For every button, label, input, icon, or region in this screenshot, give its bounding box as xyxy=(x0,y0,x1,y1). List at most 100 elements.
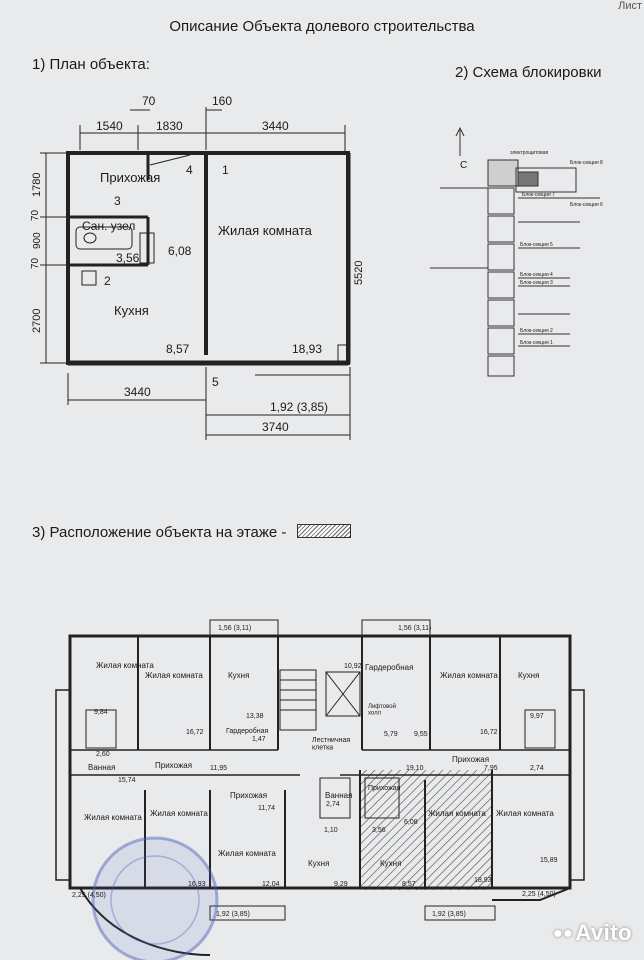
floor-room-closet-2: Гардеробная xyxy=(226,727,269,735)
floor-area-11: 7,95 xyxy=(484,765,498,772)
plan-num-4: 4 xyxy=(186,163,193,177)
floor-balcony-top-1: 1,56 (3,11) xyxy=(218,625,251,632)
plan-area-hall: 6,08 xyxy=(168,244,192,258)
avito-brand-text: Avito xyxy=(575,920,632,945)
floor-room-living-4: Жилая комната xyxy=(84,813,142,822)
floor-room-living-7: Жилая комната xyxy=(496,809,554,818)
floor-area-9: 9,97 xyxy=(530,713,544,720)
floor-area-23: 8,57 xyxy=(402,881,416,888)
hatch-legend xyxy=(296,524,351,538)
floor-balcony-bottom-2: 1,92 (3,85) xyxy=(216,911,250,918)
floor-room-hall-4: Прихожая xyxy=(368,785,401,792)
floor-room-living-5: Жилая комната xyxy=(150,809,208,818)
floor-area-20: 16,93 xyxy=(188,881,206,888)
scheme-label-8: Блок-секция 1 xyxy=(520,340,553,346)
seal-stamp xyxy=(91,836,219,960)
floor-room-hall-1: Прихожая xyxy=(155,761,192,770)
floor-area-19: 1,10 xyxy=(324,827,338,834)
plan-area-bath: 3,56 xyxy=(116,251,140,265)
plan-dim-left-4: 70 xyxy=(30,257,41,269)
plan-dim-right: 5520 xyxy=(353,261,365,285)
scheme-label-2: Блок-секция 7 xyxy=(522,192,555,198)
plan-dim-left-3: 900 xyxy=(32,232,43,249)
plan-dim-top-1: 70 xyxy=(142,94,156,108)
plan-dim-top-3: 1540 xyxy=(96,119,123,133)
scheme-north: С xyxy=(460,160,467,171)
floor-area-18: 3,56 xyxy=(372,827,386,834)
plan-dim-top-4: 1830 xyxy=(156,119,183,133)
floor-room-hall-3: Прихожая xyxy=(230,791,267,800)
floor-area-16: 2,74 xyxy=(326,801,340,808)
scheme-label-0: электрощитовая xyxy=(510,150,549,156)
floor-area-15: 11,74 xyxy=(258,805,275,812)
plan-room-bath: Сан. узел xyxy=(82,219,135,233)
scheme-label-7: Блок-секция 2 xyxy=(520,328,553,334)
floor-balcony-bottom-4: 2,25 (4,50) xyxy=(522,891,556,898)
plan-num-2: 2 xyxy=(104,274,111,288)
floor-area-10: 19,10 xyxy=(406,765,424,772)
floor-area-0: 9,84 xyxy=(94,709,108,716)
floor-area-6: 5,79 xyxy=(384,731,398,738)
floor-balcony-bottom-3: 1,92 (3,85) xyxy=(432,911,466,918)
floor-area-13: 2,74 xyxy=(530,765,544,772)
plan-area-living: 18,93 xyxy=(292,342,322,356)
scheme-label-3: Блок-секция 6 xyxy=(570,202,603,208)
floor-room-living-8: Жилая комната xyxy=(218,849,276,858)
floor-balcony-top-2: 1,56 (3,11) xyxy=(398,625,431,632)
scheme-label-1: Блок-секция 8 xyxy=(570,160,603,166)
floor-area-21: 12,04 xyxy=(262,881,280,888)
floor-room-living-2: Жилая комната xyxy=(145,671,203,680)
floor-room-hall-2: Прихожая xyxy=(452,755,489,764)
floor-plan: 1,56 (3,11) 1,56 (3,11) Жилая комната Жи… xyxy=(55,619,585,960)
section-scheme-heading: 2) Схема блокировки xyxy=(455,64,602,81)
apartment-plan: 70 160 1540 1830 3440 1780 70 900 70 270… xyxy=(30,94,365,440)
plan-num-5: 5 xyxy=(212,375,219,389)
plan-room-hall: Прихожая xyxy=(100,170,160,185)
floor-balcony-bottom-1: 2,25 (4,50) xyxy=(72,892,106,899)
floor-room-living-3: Жилая комната xyxy=(440,671,498,680)
plan-num-3: 3 xyxy=(114,194,121,208)
floor-area-3: 1,47 xyxy=(252,736,266,743)
section-location-text: 3) Расположение объекта на этаже - xyxy=(32,524,287,541)
floor-room-kitchen-3: Кухня xyxy=(308,859,329,868)
plan-dim-top-2: 160 xyxy=(212,94,232,108)
floor-room-kitchen-1: Кухня xyxy=(228,671,249,680)
plan-room-living: Жилая комната xyxy=(218,223,313,238)
plan-area-balcony: 1,92 (3,85) xyxy=(270,400,328,414)
floor-area-4: 11,95 xyxy=(210,765,227,772)
plan-room-kitchen: Кухня xyxy=(114,303,149,318)
floor-area-17: 6,08 xyxy=(404,819,418,826)
floor-room-kitchen-2: Кухня xyxy=(518,671,539,680)
floor-room-living-6: Жилая комната xyxy=(428,809,486,818)
sheet-label: Лист xyxy=(618,0,642,12)
floor-room-bath-2: Ванная xyxy=(325,791,352,800)
scheme-label-4: Блок-секция 5 xyxy=(520,242,553,248)
plan-dim-top-5: 3440 xyxy=(262,119,289,133)
floor-area-1: 16,72 xyxy=(186,729,204,736)
plan-dim-left-5: 2700 xyxy=(31,309,43,333)
plan-dim-bottom-2: 3740 xyxy=(262,420,289,434)
floor-area-2: 13,38 xyxy=(246,713,264,720)
scheme-label-5: Блок-секция 4 xyxy=(520,272,553,278)
avito-watermark: ●●Avito xyxy=(553,920,632,946)
floor-area-12: 2,60 xyxy=(96,751,110,758)
blocking-scheme: С электрощитовая Блок-секция 8 Блок-секц… xyxy=(430,126,603,377)
floor-area-25: 15,89 xyxy=(540,857,558,864)
floor-room-bath-1: Ванная xyxy=(88,763,115,772)
floor-room-living-1: Жилая комната xyxy=(96,661,154,670)
plan-dim-left-1: 1780 xyxy=(31,173,43,197)
avito-logo-icon: ●● xyxy=(552,925,574,943)
floor-area-24: 18,93 xyxy=(474,877,492,884)
floor-area-14: 15,74 xyxy=(118,777,136,784)
scheme-label-6: Блок-секция 3 xyxy=(520,280,553,286)
floor-area-8: 16,72 xyxy=(480,729,498,736)
page-title: Описание Объекта долевого строительства xyxy=(169,18,475,35)
plan-dim-bottom-1: 3440 xyxy=(124,385,151,399)
plan-area-kitchen: 8,57 xyxy=(166,342,190,356)
floor-area-22: 9,29 xyxy=(334,881,348,888)
floor-room-closet-1: Гардеробная xyxy=(365,663,413,672)
floor-area-7: 9,55 xyxy=(414,731,428,738)
section-plan-heading: 1) План объекта: xyxy=(32,56,150,73)
